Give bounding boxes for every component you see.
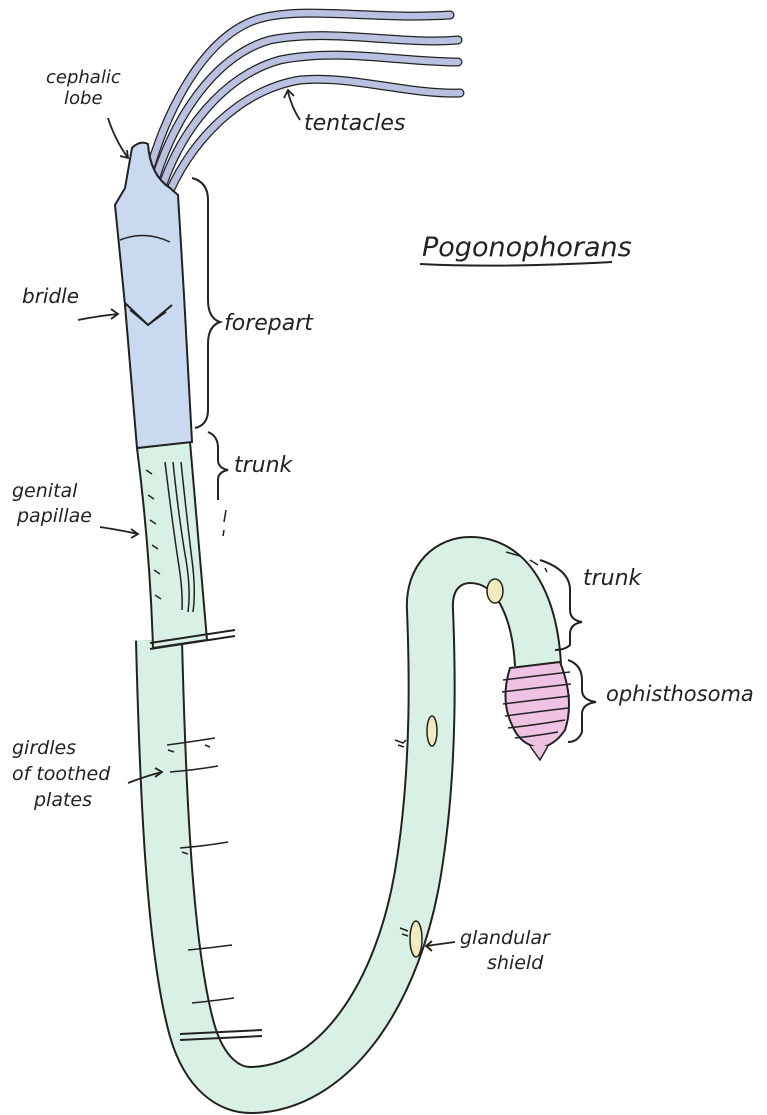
tentacles [143,13,460,202]
glandular-shield-middle [427,716,437,746]
genital-papillae-label-line1: genital [12,480,78,502]
upper-trunk [137,442,207,648]
glandular-shield-arrow [426,941,455,951]
girdles-label-line3: plates [33,789,92,811]
glandular-shield-label-line2: shield [487,952,544,974]
bridle-label: bridle [22,284,79,308]
genital-papillae-label-line2: papillae [16,505,92,527]
opisthosoma [502,662,571,760]
diagram-title: Pogonophorans [422,232,632,263]
glandular-shield-label-line1: glandular [460,927,551,949]
trunk-upper-label: trunk [234,453,294,478]
opisthosoma-brace [568,660,596,742]
glandular-shield-lower [410,921,422,957]
cephalic-lobe-label-line2: lobe [64,88,103,109]
girdles-label-line1: girdles [12,737,76,759]
bridle-arrow [78,309,118,320]
girdles-label-line2: of toothed [12,763,111,785]
tentacles-label: tentacles [304,111,405,136]
tentacles-arrow [284,90,300,120]
cephalic-lobe-arrow [108,118,128,158]
glandular-shield-upper [487,579,503,603]
forepart-label: forepart [224,311,314,336]
upper-trunk-brace [208,432,228,500]
forepart-body [115,143,192,448]
forepart-brace [192,178,220,428]
opisthosoma-label: ophisthosoma [606,682,754,706]
cephalic-lobe-label-line1: cephalic [46,67,121,88]
genital-papillae-arrow [100,527,138,538]
trunk-right-label: trunk [583,566,643,591]
